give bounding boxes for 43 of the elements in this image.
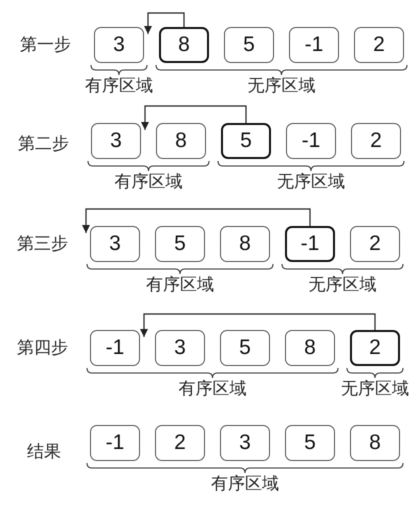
value-box: 2: [155, 425, 205, 461]
arrow: [144, 12, 185, 34]
region-label: 无序区域: [308, 275, 376, 295]
value-box: 3: [94, 27, 144, 63]
value-box: -1: [90, 425, 140, 461]
step-label: 结果: [27, 442, 61, 462]
current-value-box: 2: [350, 330, 400, 366]
value-box: -1: [90, 330, 140, 366]
arrow: [82, 208, 311, 233]
step-label: 第四步: [17, 338, 68, 358]
value-box: 2: [351, 123, 401, 159]
step-label: 第三步: [17, 234, 68, 254]
value-box: 8: [350, 425, 400, 461]
region-label: 有序区域: [114, 172, 182, 192]
current-value-box: 5: [221, 123, 271, 159]
step-label: 第二步: [18, 134, 69, 154]
value-box: 3: [91, 123, 141, 159]
region-label: 有序区域: [178, 379, 246, 399]
value-box: 3: [155, 330, 205, 366]
value-box: 5: [285, 425, 335, 461]
current-value-box: 8: [159, 27, 209, 63]
arrow: [140, 313, 376, 337]
value-box: 2: [354, 27, 404, 63]
value-box: 8: [156, 123, 206, 159]
value-box: 5: [224, 27, 274, 63]
region-label: 有序区域: [211, 474, 279, 494]
region-label: 无序区域: [341, 379, 409, 399]
region-label: 无序区域: [277, 172, 345, 192]
value-box: 3: [90, 226, 140, 262]
value-box: -1: [289, 27, 339, 63]
value-box: 8: [220, 226, 270, 262]
current-value-box: -1: [285, 226, 335, 262]
value-box: 5: [220, 330, 270, 366]
region-label: 无序区域: [248, 76, 316, 96]
region-label: 有序区域: [146, 275, 214, 295]
value-box: -1: [286, 123, 336, 159]
step-label: 第一步: [20, 35, 71, 55]
value-box: 8: [285, 330, 335, 366]
value-box: 2: [350, 226, 400, 262]
arrow: [141, 105, 247, 130]
value-box: 5: [155, 226, 205, 262]
region-label: 有序区域: [85, 76, 153, 96]
value-box: 3: [220, 425, 270, 461]
